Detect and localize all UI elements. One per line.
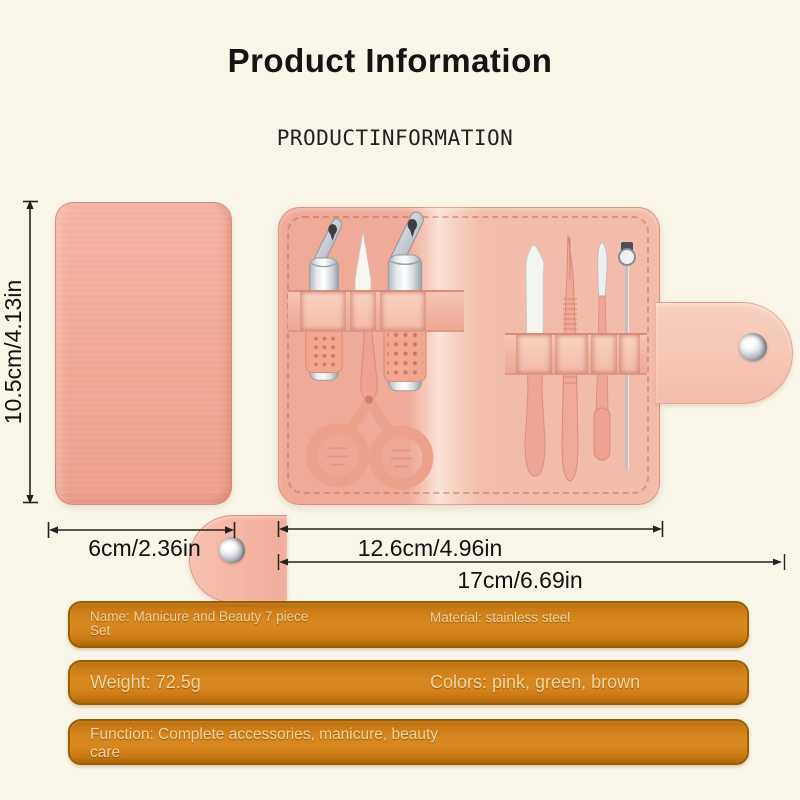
open-case-flap	[656, 302, 793, 404]
closed-width-dimension-label: 6cm/2.36in	[88, 535, 201, 561]
strap-loop	[516, 335, 552, 373]
info-bar-weight-colors: Weight: 72.5g Colors: pink, green, brown	[68, 660, 749, 705]
cuticle-knife	[524, 245, 546, 477]
snap-button-icon	[739, 333, 767, 361]
info-name-text: Name: Manicure and Beauty 7 piece Set	[90, 609, 309, 639]
info-bar-function: Function: Complete accessories, manicure…	[68, 719, 749, 765]
strap-loop	[380, 292, 426, 330]
closed-case	[55, 202, 287, 603]
info-weight-text: Weight: 72.5g	[90, 672, 201, 692]
elastic-strap-right	[505, 333, 647, 375]
page-title: Product Information	[227, 42, 553, 79]
page-subtitle: PRODUCTINFORMATION	[276, 126, 514, 150]
inner-width-dimension-label: 12.6cm/4.96in	[357, 535, 503, 561]
strap-loop	[350, 292, 376, 330]
height-dimension-label: 10.5cm/4.13in	[0, 279, 26, 425]
info-bar-name-material: Name: Manicure and Beauty 7 piece Set Ma…	[68, 601, 749, 648]
elastic-strap-left	[288, 290, 464, 332]
strap-loop	[619, 335, 640, 373]
snap-button-icon	[219, 537, 245, 563]
scissors	[305, 319, 434, 490]
info-colors-text: Colors: pink, green, brown	[430, 672, 641, 692]
strap-loop	[555, 335, 588, 373]
strap-loop	[300, 292, 346, 330]
full-width-dimension-label: 17cm/6.69in	[457, 567, 583, 593]
strap-loop	[591, 335, 617, 373]
case-stitching	[287, 216, 649, 494]
info-material-text: Material: stainless steel	[430, 610, 571, 625]
info-function-text: Function: Complete accessories, manicure…	[90, 726, 439, 761]
